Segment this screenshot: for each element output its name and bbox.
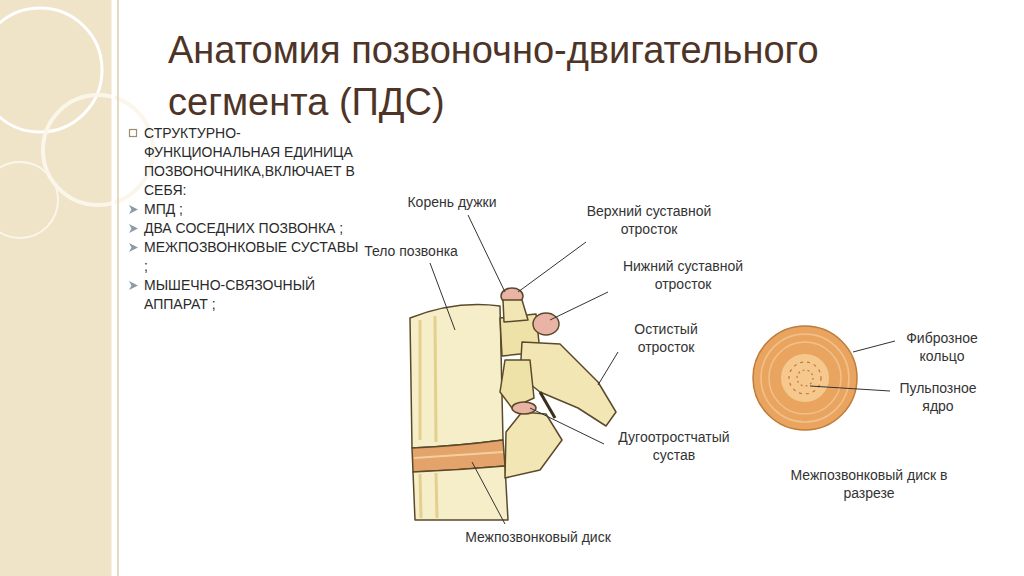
bullet-item: МЕЖПОЗВОНКОВЫЕ СУСТАВЫ ;	[128, 238, 366, 276]
body-shading	[420, 316, 436, 442]
leader-line	[430, 263, 455, 330]
deco-arc	[0, 8, 102, 132]
bullet-text: ДВА СОСЕДНИХ ПОЗВОНКА ;	[144, 220, 343, 236]
leader-line	[472, 462, 505, 524]
bullet-marker	[128, 242, 139, 253]
bullet-item: МЫШЕЧНО-СВЯЗОЧНЫЙ АППАРАТ ;	[128, 276, 366, 314]
disc-section	[753, 326, 857, 430]
intro-text: СТРУКТУРНО-ФУНКЦИОНАЛЬНАЯ ЕДИНИЦА ПОЗВОН…	[144, 125, 355, 198]
bullet-text: МЫШЕЧНО-СВЯЗОЧНЫЙ АППАРАТ ;	[144, 277, 315, 312]
bullet-arrow	[129, 243, 138, 252]
body-shading	[420, 473, 437, 518]
deco-arc	[43, 95, 153, 205]
bullet-item: МПД ;	[128, 200, 366, 219]
part-label: Дугоотростчатый сустав	[609, 428, 739, 464]
inferior-articular-process	[500, 360, 534, 408]
bullet-list: СТРУКТУРНО-ФУНКЦИОНАЛЬНАЯ ЕДИНИЦА ПОЗВОН…	[128, 124, 366, 314]
part-label: Межпозвонковый диск в разрезе	[784, 466, 954, 502]
leader-line	[550, 292, 608, 320]
ring	[761, 334, 849, 422]
ring	[769, 342, 841, 414]
articular-process	[503, 300, 528, 322]
leader-line	[853, 341, 895, 352]
bullet-square	[130, 130, 137, 137]
leader-line	[530, 408, 604, 444]
deco-arc	[0, 162, 58, 238]
lower-arch	[505, 412, 562, 478]
part-label: Нижний суставной отросток	[613, 257, 753, 293]
bullet-marker	[128, 223, 139, 234]
leader-line	[810, 386, 890, 391]
slide-title: Анатомия позвоночно-двигательного сегмен…	[168, 24, 948, 128]
part-label: Пульпозное ядро	[893, 379, 983, 415]
bullet-arrow	[129, 224, 138, 233]
nucleus-mark	[797, 370, 813, 386]
vertebral-body	[413, 466, 508, 520]
bullet-marker	[128, 204, 139, 215]
bullet-marker	[128, 280, 139, 291]
leader-line	[518, 242, 586, 292]
part-label: Фиброзное кольцо	[897, 329, 987, 365]
bullet-text: МПД ;	[144, 201, 183, 217]
transverse-process	[533, 313, 559, 335]
vertebral-body	[410, 305, 503, 449]
annulus-fibrosus	[753, 326, 857, 430]
part-label: Тело позвонка	[351, 242, 471, 260]
part-label: Межпозвонковый диск	[438, 528, 638, 546]
bullet-marker	[128, 128, 139, 139]
part-label: Остистый отросток	[621, 320, 711, 356]
bullet-item: СТРУКТУРНО-ФУНКЦИОНАЛЬНАЯ ЕДИНИЦА ПОЗВОН…	[128, 124, 366, 200]
deco-line	[112, 0, 115, 576]
bullet-arrow	[129, 205, 138, 214]
disc-stripe	[414, 452, 503, 458]
deco-line	[117, 0, 119, 576]
vertebra-side-view	[410, 288, 616, 520]
leader-line	[468, 215, 505, 292]
bullet-arrow	[129, 281, 138, 290]
nucleus-mark	[789, 362, 821, 394]
facet-joint	[512, 402, 536, 414]
bullet-item: ДВА СОСЕДНИХ ПОЗВОНКА ;	[128, 219, 366, 238]
nucleus-pulposus	[781, 354, 829, 402]
leader-line	[598, 352, 618, 385]
side-band	[0, 0, 113, 576]
bullet-text: МЕЖПОЗВОНКОВЫЕ СУСТАВЫ ;	[144, 239, 358, 274]
part-label: Корень дужки	[392, 193, 512, 211]
part-label: Верхний суставной отросток	[579, 202, 719, 238]
